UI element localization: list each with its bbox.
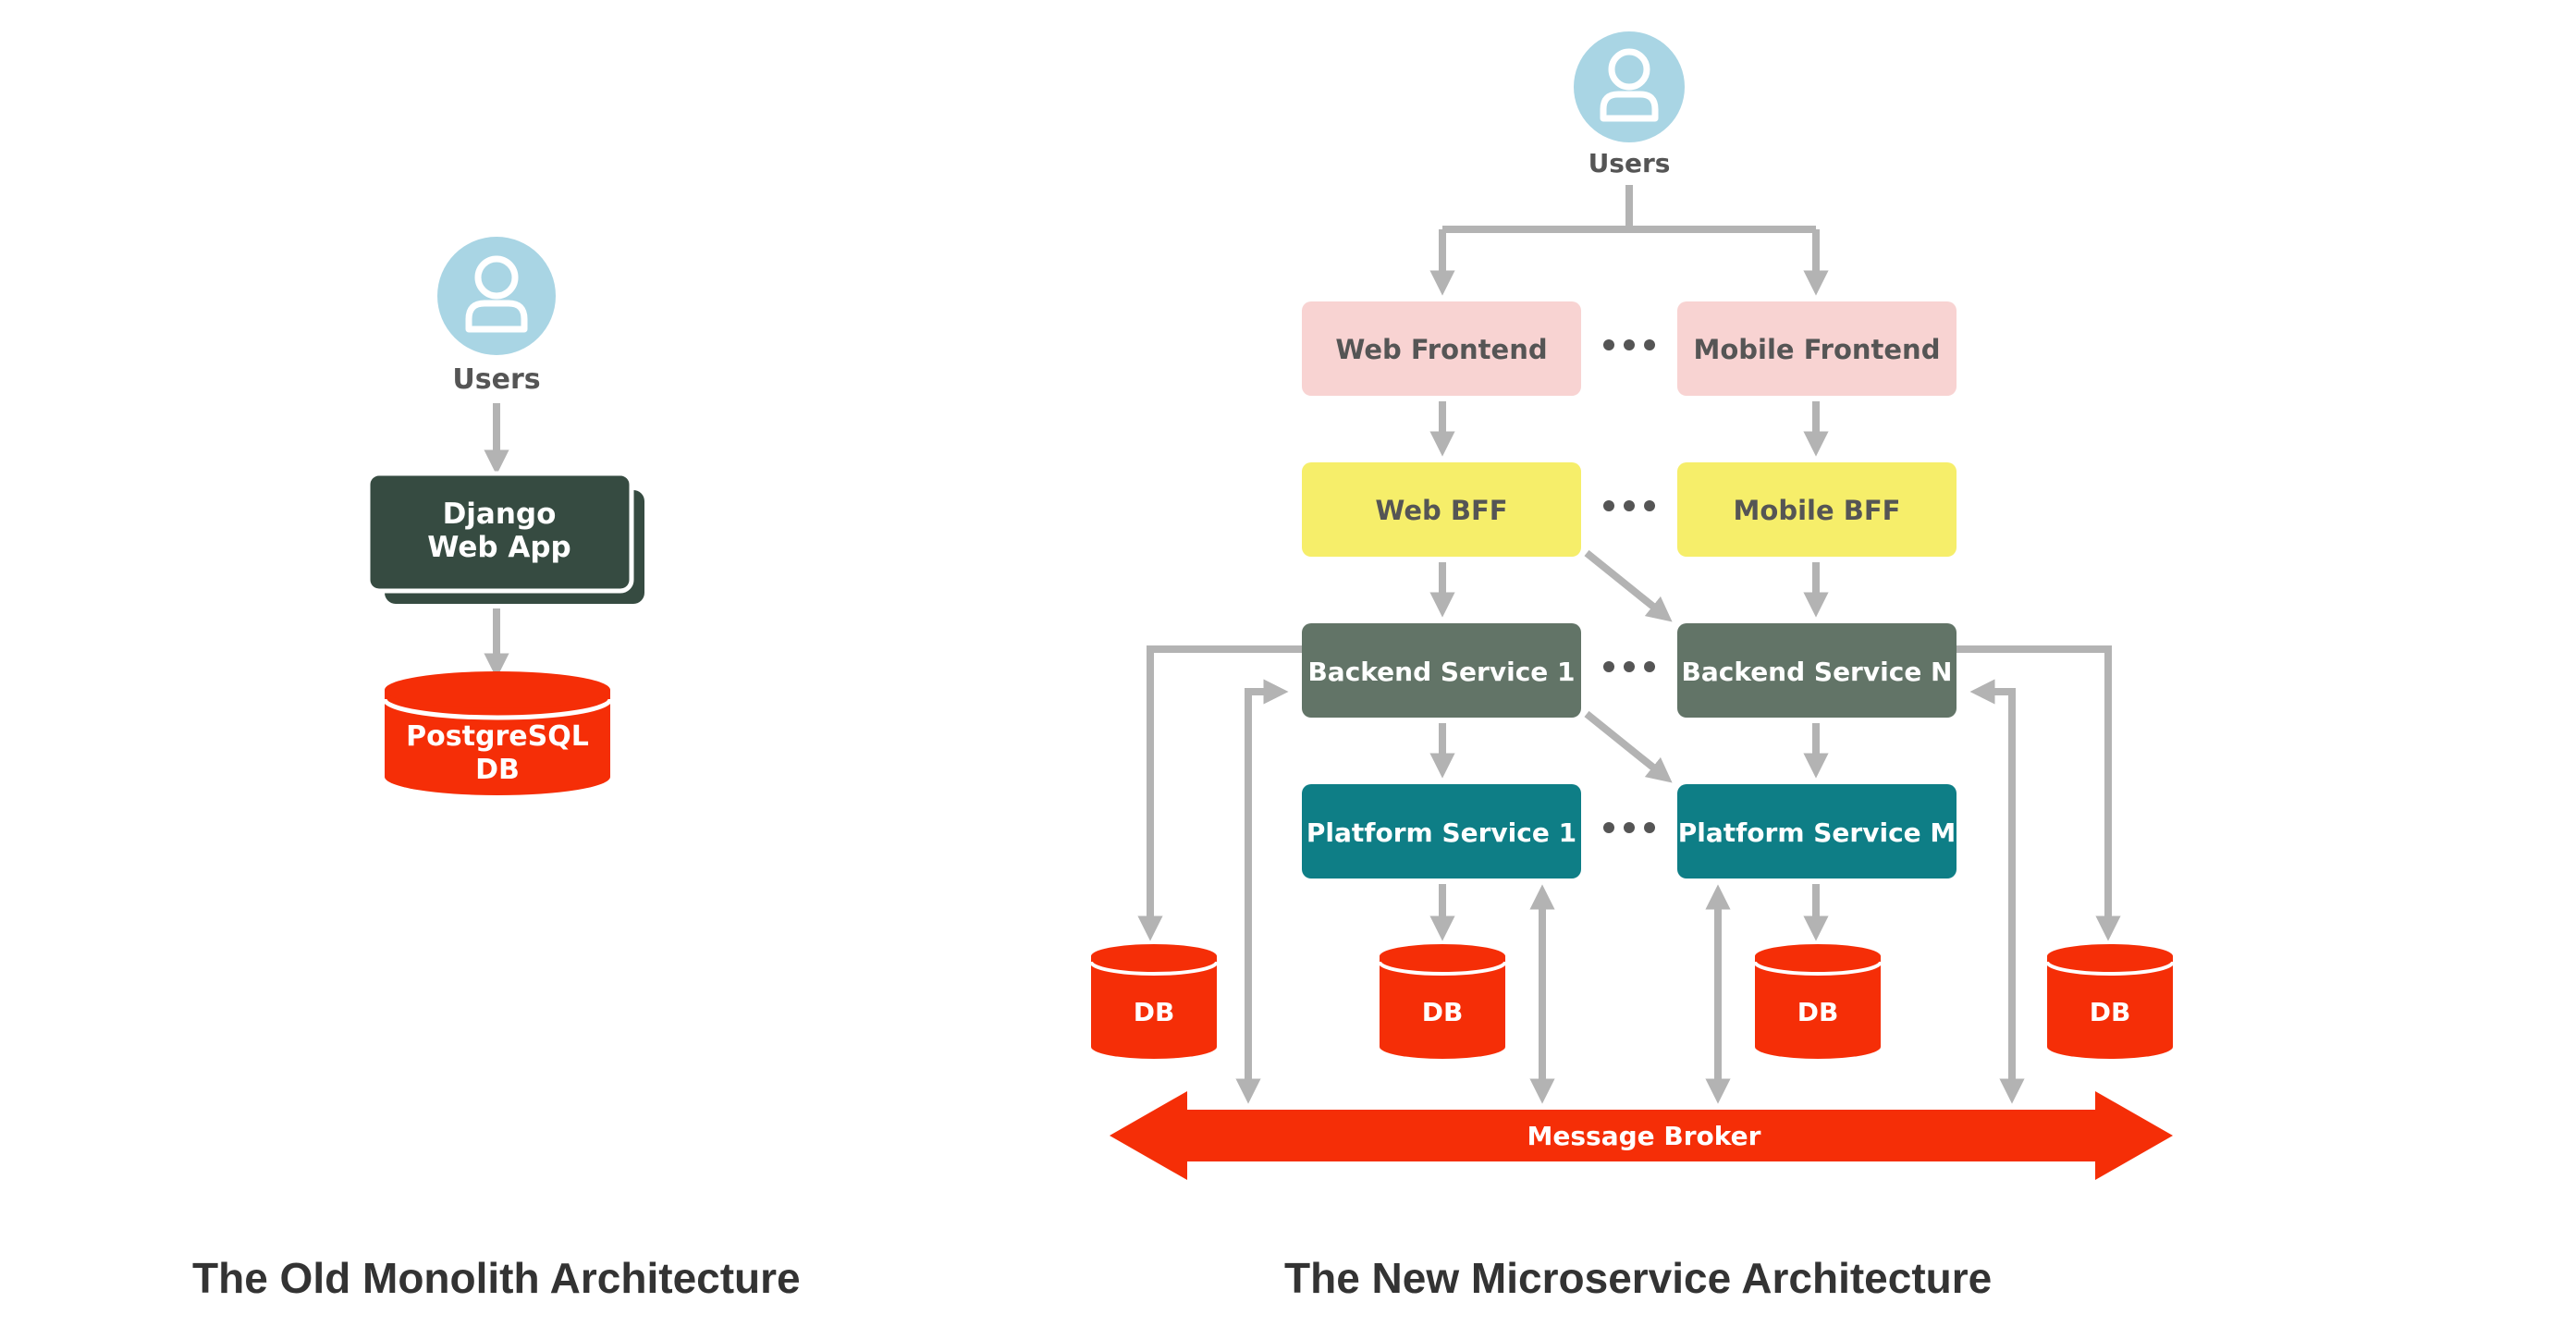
platform-ellipsis-icon	[1603, 822, 1655, 833]
mobile-bff-label: Mobile BFF	[1734, 495, 1901, 526]
django-label-line1: Django	[443, 498, 557, 531]
platform-service-m-label: Platform Service M	[1678, 817, 1957, 848]
message-broker-label: Message Broker	[1527, 1121, 1761, 1151]
bff-ellipsis-icon	[1603, 500, 1655, 511]
web-frontend-label: Web Frontend	[1335, 334, 1547, 365]
postgresql-db: PostgreSQL DB	[382, 671, 613, 795]
db-left: DB	[1089, 944, 1219, 1059]
db-left-label: DB	[1134, 997, 1175, 1027]
postgresql-label-line1: PostgreSQL	[406, 720, 589, 753]
broker-to-backend-n-arrow	[1969, 679, 2025, 1104]
platform-service-m: Platform Service M	[1677, 784, 1957, 879]
web-bff-label: Web BFF	[1375, 495, 1507, 526]
web-frontend: Web Frontend	[1302, 301, 1581, 396]
db-platform-1: DB	[1378, 944, 1507, 1059]
microservice-users-icon	[1574, 31, 1685, 142]
monolith-diagram: Users Django Web App PostgreSQL DB	[365, 237, 644, 795]
mobile-bff: Mobile BFF	[1677, 462, 1957, 557]
monolith-users-icon	[437, 237, 556, 355]
microservice-caption: The New Microservice Architecture	[1284, 1254, 1993, 1302]
backend-n-to-right-db-arrow	[1957, 645, 2121, 941]
monolith-caption: The Old Monolith Architecture	[192, 1254, 801, 1302]
message-broker: Message Broker	[1110, 1091, 2173, 1180]
django-label-line2: Web App	[427, 531, 570, 564]
backend-ellipsis-icon	[1603, 661, 1655, 672]
microservice-diagram: Users Web Frontend Mobile Frontend Web B…	[1089, 31, 2175, 1180]
db-platform-m: DB	[1753, 944, 1883, 1059]
db-right: DB	[2045, 944, 2175, 1059]
backend-1-to-left-db-arrow	[1137, 645, 1302, 941]
users-fork-line	[1442, 185, 1816, 233]
frontend-ellipsis-icon	[1603, 339, 1655, 350]
backend-service-n: Backend Service N	[1677, 623, 1957, 718]
web-bff-to-backend-n-arrow	[1584, 549, 1673, 622]
microservice-users-label: Users	[1589, 148, 1671, 178]
platform-service-1-label: Platform Service 1	[1306, 817, 1576, 848]
backend-1-to-platform-m-arrow	[1584, 710, 1673, 783]
django-web-app: Django Web App	[365, 471, 644, 604]
mobile-frontend: Mobile Frontend	[1677, 301, 1957, 396]
connector-arrows	[1137, 185, 2121, 1104]
db-right-label: DB	[2090, 997, 2131, 1027]
web-bff: Web BFF	[1302, 462, 1581, 557]
monolith-users-label: Users	[452, 363, 540, 396]
broker-to-backend-1-arrow	[1235, 679, 1289, 1104]
postgresql-label-line2: DB	[475, 754, 520, 786]
mobile-frontend-label: Mobile Frontend	[1694, 334, 1941, 365]
backend-service-1: Backend Service 1	[1302, 623, 1581, 718]
db-platform-1-label: DB	[1422, 997, 1464, 1027]
backend-service-1-label: Backend Service 1	[1307, 657, 1575, 687]
backend-service-n-label: Backend Service N	[1681, 657, 1952, 687]
db-platform-m-label: DB	[1797, 997, 1839, 1027]
ellipsis-dots	[1603, 339, 1655, 833]
platform-service-1: Platform Service 1	[1302, 784, 1581, 879]
